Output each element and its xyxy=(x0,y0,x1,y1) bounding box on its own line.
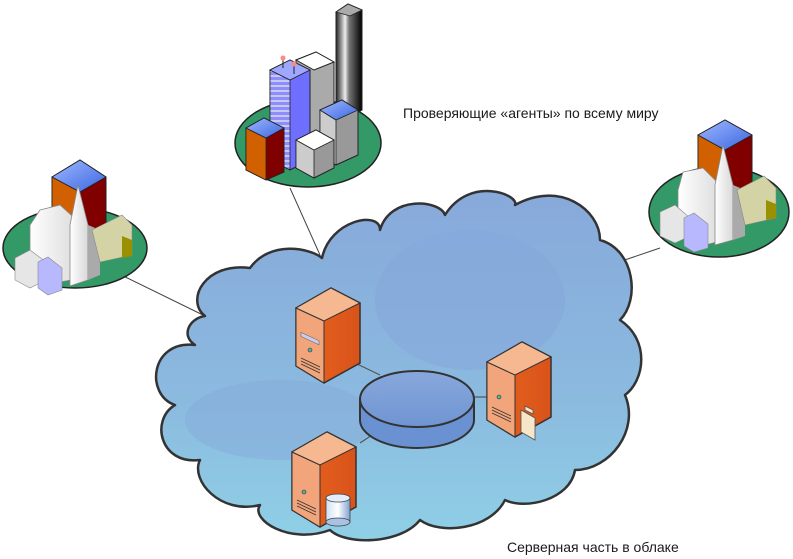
server-top-left[interactable] xyxy=(294,287,362,384)
link-top-agent xyxy=(289,187,321,256)
agents-caption: Проверяющие «агенты» по всему миру xyxy=(403,105,659,121)
agent-city-downtown[interactable] xyxy=(234,3,382,188)
agent-town-right[interactable] xyxy=(648,119,790,258)
database-icon xyxy=(325,493,351,527)
cloud-caption: Серверная часть в облаке xyxy=(507,539,679,555)
server-bottom-left[interactable] xyxy=(290,431,358,528)
network-hub[interactable] xyxy=(359,370,475,449)
link-left-agent xyxy=(114,271,206,317)
server-right[interactable] xyxy=(485,341,553,441)
cloud xyxy=(154,189,643,542)
link-server-top xyxy=(354,362,381,376)
folder-icon xyxy=(520,405,536,441)
agent-town-left[interactable] xyxy=(2,159,148,296)
